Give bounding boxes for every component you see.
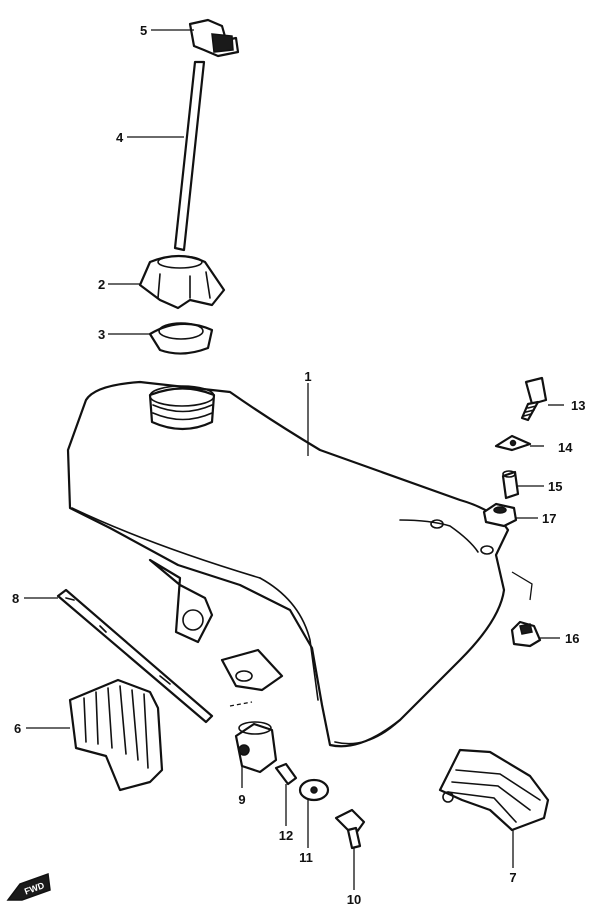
callout-7: 7 xyxy=(509,870,516,885)
part-13-bolt xyxy=(520,376,548,422)
callout-15: 15 xyxy=(548,479,562,494)
part-4-breather-hose xyxy=(173,60,206,252)
callout-1: 1 xyxy=(304,369,311,384)
callout-13: 13 xyxy=(571,398,585,413)
callout-14: 14 xyxy=(558,440,573,455)
part-10-bolt xyxy=(334,808,366,850)
callout-12: 12 xyxy=(279,828,293,843)
callout-11: 11 xyxy=(299,850,313,865)
fwd-arrow-marker: FWD xyxy=(6,872,51,901)
part-3-cap-gasket xyxy=(148,322,214,355)
callout-17: 17 xyxy=(542,511,556,526)
part-5-hose-fitting xyxy=(188,18,240,58)
callout-labels: 1 2 3 4 5 6 7 8 9 10 11 12 13 14 15 16 1… xyxy=(12,23,585,907)
part-9-cushion xyxy=(234,721,278,774)
part-16-cushion xyxy=(510,620,542,648)
callout-3: 3 xyxy=(98,327,105,342)
callout-5: 5 xyxy=(140,23,147,38)
callout-2: 2 xyxy=(98,277,105,292)
part-1-fuel-tank xyxy=(66,380,510,748)
leader-lines xyxy=(24,29,564,890)
part-11-washer xyxy=(298,778,330,802)
part-15-collar xyxy=(501,470,520,500)
part-8-tank-band xyxy=(56,588,214,724)
callout-8: 8 xyxy=(12,591,19,606)
callout-6: 6 xyxy=(14,721,21,736)
part-7-cushion xyxy=(438,748,550,832)
part-14-washer xyxy=(494,434,532,452)
callout-9: 9 xyxy=(238,792,245,807)
callout-16: 16 xyxy=(565,631,579,646)
part-12-collar xyxy=(274,762,298,786)
callout-4: 4 xyxy=(116,130,124,145)
part-17-cushion xyxy=(482,502,518,528)
part-2-fuel-cap xyxy=(138,254,226,310)
callout-10: 10 xyxy=(347,892,361,907)
part-6-cushion xyxy=(68,678,164,792)
